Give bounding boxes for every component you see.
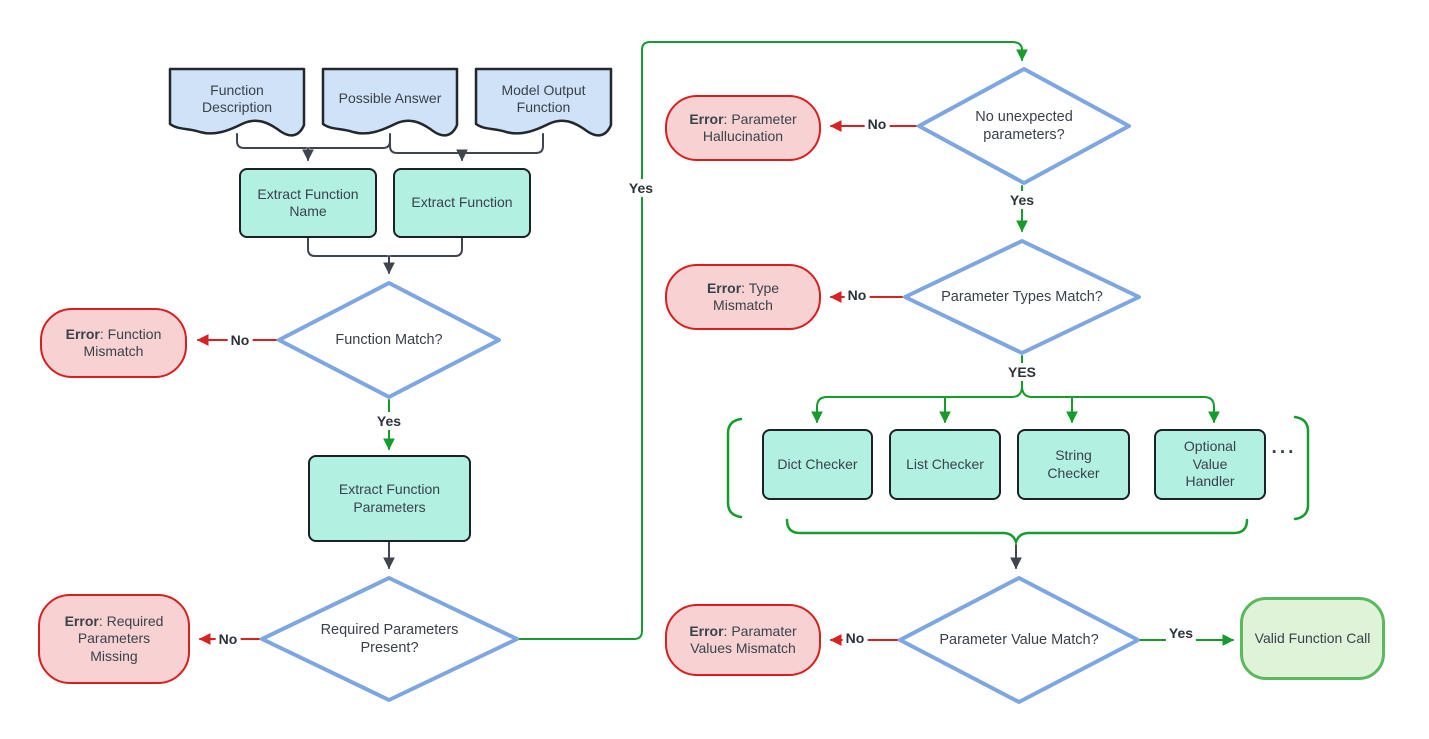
error-rest: : Parameter Hallucination: [702, 110, 797, 145]
diamond-shape: [903, 239, 1141, 355]
error-type-mismatch: Error: Type Mismatch: [665, 264, 821, 330]
edge-branch-optional: [1021, 385, 1220, 424]
decision-no-unexpected-parameters: No unexpected parameters?: [916, 66, 1132, 186]
edge-extract-function-to-junction: [390, 237, 463, 257]
input-label: Possible Answer: [338, 90, 442, 107]
bracket-right: [1293, 415, 1310, 521]
document-shape: [321, 67, 459, 137]
checkers-ellipsis: ···: [1271, 442, 1297, 463]
error-prefix: Error: [64, 612, 99, 629]
decision-label: Parameter Value Match?: [939, 631, 1099, 648]
edge-required-params-yes: [518, 41, 1028, 640]
decision-function-match: Function Match?: [276, 280, 502, 400]
error-function-mismatch: Error: Function Mismatch: [40, 308, 187, 378]
error-required-parameters-missing: Error: Required Parameters Missing: [38, 594, 190, 684]
error-paramater-values-mismatch: Error: Paramater Values Mismatch: [665, 604, 821, 676]
terminal-valid-function-call: Valid Function Call: [1240, 597, 1385, 680]
process-label: List Checker: [906, 455, 984, 472]
process-optional-value-handler: Optional Value Handler: [1154, 429, 1266, 500]
error-text: Error: Function Mismatch: [55, 326, 172, 361]
diamond-shape: [917, 67, 1131, 185]
error-rest: : Type Mismatch: [713, 279, 780, 314]
edge-doc1-to-junction: [236, 133, 307, 149]
process-extract-function-name: Extract Function Name: [239, 168, 377, 238]
input-possible-answer: Possible Answer: [321, 67, 459, 141]
edge-label-types-match-yes: YES: [1004, 363, 1040, 381]
edge-label-unexpected-params-yes: Yes: [1006, 191, 1038, 209]
error-prefix: Error: [65, 325, 100, 342]
decision-label: Function Match?: [335, 331, 443, 348]
process-label: Dict Checker: [777, 455, 858, 472]
document-shape: [168, 67, 306, 137]
decision-label: Parameter Types Match?: [941, 288, 1103, 305]
edge-label-required-params-no: No: [215, 630, 241, 648]
error-text: Error: Parameter Hallucination: [680, 111, 806, 146]
error-text: Error: Paramater Values Mismatch: [680, 623, 806, 658]
process-extract-function: Extract Function: [393, 168, 531, 238]
process-label: Optional Value Handler: [1183, 438, 1237, 490]
error-prefix: Error: [689, 110, 724, 127]
diamond-shape: [277, 281, 501, 399]
input-model-output-function: Model Output Function: [474, 67, 613, 141]
edge-doc2-to-junction-b: [389, 139, 461, 154]
edge-label-types-match-no: No: [844, 286, 870, 304]
edge-doc3-to-junction: [463, 133, 544, 154]
process-label: Extract Function Name: [257, 185, 359, 220]
edge-label-function-match-no: No: [227, 331, 253, 349]
process-label: String Checker: [1047, 447, 1100, 481]
bracket-left: [726, 417, 743, 519]
decision-parameter-types-match: Parameter Types Match?: [902, 238, 1142, 356]
edge-label-unexpected-params-no: No: [864, 115, 890, 133]
edge-branch-dict: [811, 385, 1023, 424]
process-extract-function-parameters: Extract Function Parameters: [308, 455, 471, 542]
process-label: Extract Function: [411, 194, 513, 211]
input-label: Function Description: [201, 81, 273, 116]
edge-label-value-match-yes: Yes: [1165, 624, 1197, 642]
edge-label-value-match-no: No: [842, 629, 868, 647]
error-rest: : Required Parameters Missing: [77, 612, 164, 664]
decision-parameter-value-match: Parameter Value Match?: [897, 575, 1141, 705]
edge-label-function-match-yes: Yes: [373, 412, 405, 430]
document-shape: [474, 67, 613, 137]
process-string-checker: String Checker: [1017, 429, 1130, 500]
error-rest: : Paramater Values Mismatch: [690, 622, 797, 657]
decision-required-parameters-present: Required Parameters Present?: [259, 575, 520, 703]
edge-label-required-params-yes: Yes: [625, 179, 657, 197]
input-label: Model Output Function: [501, 81, 586, 116]
underbrace: [785, 518, 1249, 546]
diamond-shape: [898, 576, 1140, 704]
terminal-label: Valid Function Call: [1254, 629, 1371, 646]
error-rest: : Function Mismatch: [83, 325, 162, 360]
decision-label: Required Parameters Present?: [320, 621, 459, 656]
edge-extract-name-to-junction: [307, 237, 388, 257]
error-prefix: Error: [689, 622, 724, 639]
error-text: Error: Type Mismatch: [680, 280, 806, 315]
error-text: Error: Required Parameters Missing: [53, 613, 175, 666]
process-list-checker: List Checker: [889, 429, 1001, 500]
error-parameter-hallucination: Error: Parameter Hallucination: [665, 95, 821, 161]
process-dict-checker: Dict Checker: [762, 429, 873, 500]
input-function-description: Function Description: [168, 67, 306, 141]
process-label: Extract Function Parameters: [338, 481, 441, 515]
diamond-shape: [260, 576, 519, 702]
error-prefix: Error: [706, 279, 742, 296]
decision-label: No unexpected parameters?: [975, 108, 1073, 143]
